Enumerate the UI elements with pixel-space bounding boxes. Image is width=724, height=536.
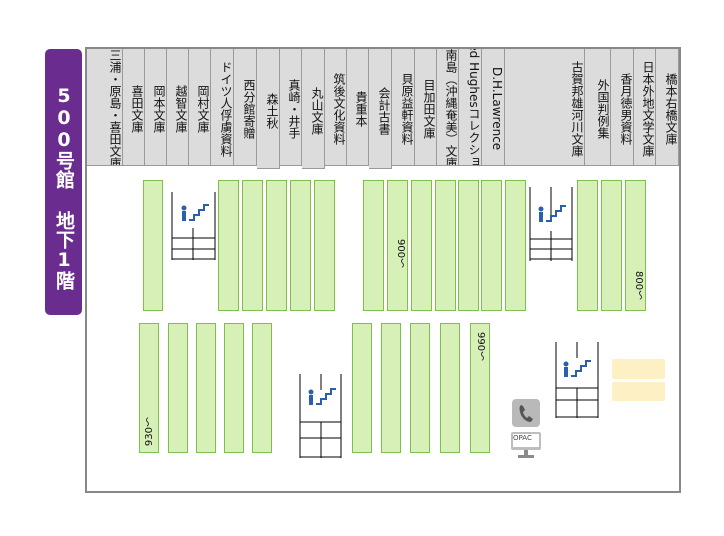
- desk: [612, 382, 665, 401]
- shelf: [410, 323, 430, 453]
- label-kiyota: 三浦・原島・喜田文庫: [87, 49, 123, 166]
- label-nishi: 西分館寄贈: [234, 49, 257, 166]
- label-lawrence: D.H.Lawrence: [482, 49, 505, 166]
- label-kaibara: 貝原益軒資料: [392, 49, 415, 166]
- label-kishige: 貴重本: [347, 49, 369, 166]
- label-maruyama: 丸山文庫: [302, 49, 325, 169]
- label-ochi: 越智文庫: [167, 49, 189, 166]
- label-koga: 古賀邦雄河川文庫: [505, 49, 585, 166]
- shelf: [352, 323, 372, 453]
- phone-icon: [512, 399, 540, 427]
- label-nanto: 南島（沖縄奄美）文庫: [437, 49, 459, 166]
- shelf: [435, 180, 456, 311]
- shelf: [381, 323, 401, 453]
- shelf: [470, 323, 490, 453]
- label-mori: 森土秋: [257, 49, 280, 169]
- shelf: [266, 180, 287, 311]
- label-chikugo: 筑後文化資料: [325, 49, 347, 166]
- shelf: [411, 180, 432, 311]
- label-okamoto: 岡本文庫: [145, 49, 167, 166]
- label-nihongai: 日本外地文学文庫: [634, 49, 656, 166]
- call-number-900: 900〜: [395, 239, 406, 269]
- shelf: [601, 180, 622, 311]
- collection-header-row: 三浦・原島・喜田文庫 喜田文庫 岡本文庫 越智文庫 岡村文庫 ドイツ人俘虜資料 …: [87, 49, 679, 169]
- shelf: [290, 180, 311, 311]
- call-number-990: 990〜: [475, 332, 486, 362]
- shelf: [314, 180, 335, 311]
- shelf: [577, 180, 598, 311]
- call-number-930: 930〜: [144, 417, 155, 447]
- shelf: [625, 180, 646, 311]
- shelf: [387, 180, 408, 311]
- shelf: [440, 323, 460, 453]
- label-hughes: Ted Hughesコレクション: [459, 49, 482, 166]
- call-number-800: 800〜: [633, 271, 644, 301]
- stairs-icon: [171, 192, 216, 260]
- shelf: [505, 180, 526, 311]
- floor-map: 三浦・原島・喜田文庫 喜田文庫 岡本文庫 越智文庫 岡村文庫 ドイツ人俘虜資料 …: [85, 47, 681, 493]
- label-hashimoto: 橋本右橋文庫: [656, 49, 679, 166]
- label-masaki: 真崎・井手: [280, 49, 302, 166]
- opac-label: OPAC: [513, 434, 532, 442]
- stairs-icon: [555, 342, 599, 418]
- label-mekata: 目加田文庫: [415, 49, 437, 166]
- shelf: [139, 323, 159, 453]
- shelf: [242, 180, 263, 311]
- label-kita: 喜田文庫: [123, 49, 145, 166]
- stairs-icon: [529, 187, 573, 261]
- label-german: ドイツ人俘虜資料: [211, 49, 234, 166]
- shelf: [252, 323, 272, 453]
- stairs-icon: [299, 374, 342, 458]
- shelf: [458, 180, 479, 311]
- shelf: [168, 323, 188, 453]
- computer-icon[interactable]: [510, 431, 542, 461]
- label-kozuki: 香月徳男資料: [611, 49, 634, 166]
- label-okamura: 岡村文庫: [189, 49, 211, 166]
- shelf: [481, 180, 502, 311]
- desk: [612, 359, 665, 379]
- shelf: [363, 180, 384, 311]
- shelf: [224, 323, 244, 453]
- label-hanrei: 外国判例集: [585, 49, 611, 166]
- shelf: [196, 323, 216, 453]
- floor-title: 500号館 地下1階: [45, 49, 82, 315]
- label-kaikei: 会計古書: [369, 49, 392, 169]
- shelf: [218, 180, 239, 311]
- shelf: [143, 180, 163, 311]
